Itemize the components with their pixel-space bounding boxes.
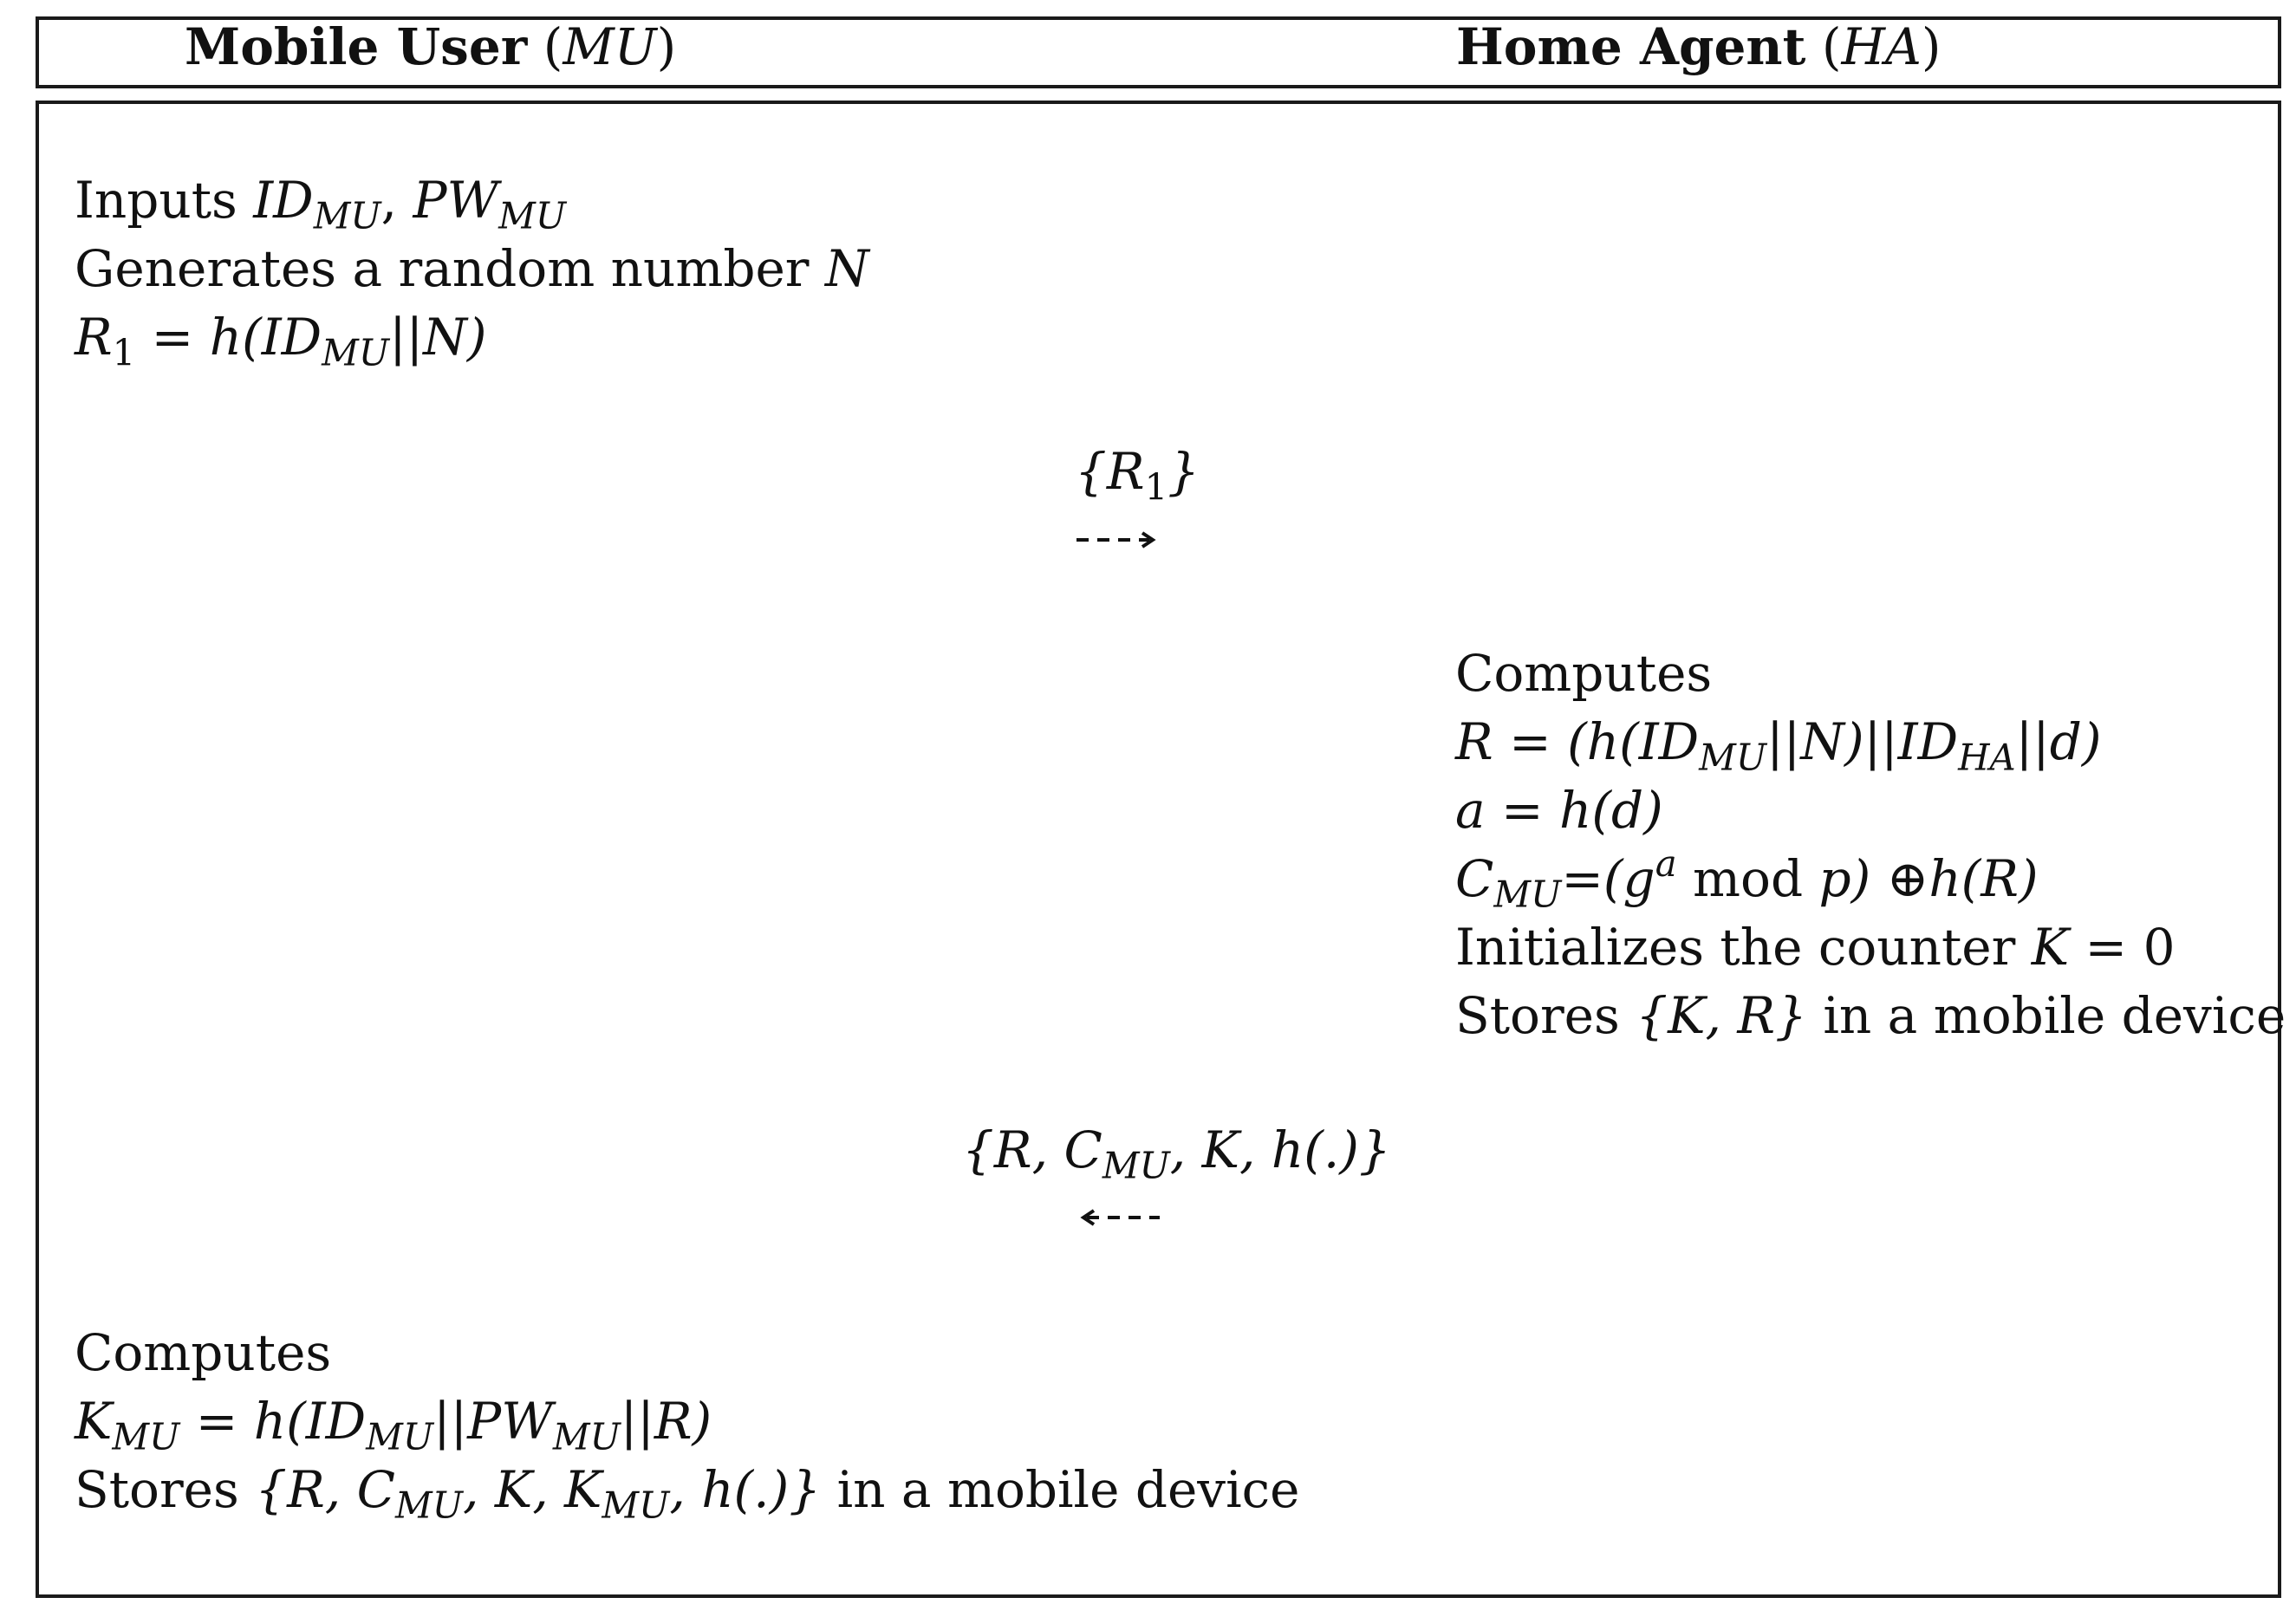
message-1-sub: 1	[1144, 465, 1168, 509]
r1-lhs-sub: 1	[112, 331, 136, 374]
inputs-pw-sub: MU	[498, 194, 567, 237]
mobile-user-final-steps: Computes KMU = h(IDMU||PWMU||R) Stores {…	[75, 1319, 1299, 1524]
mobile-user-abbrev: MU	[563, 17, 657, 76]
mu-stores-post: in a mobile device	[836, 1460, 1300, 1519]
r-formula-sub2: HA	[1958, 736, 2016, 779]
inputs-label: Inputs	[75, 171, 237, 230]
generates-text: Generates a random number	[75, 239, 810, 298]
r1-formula-line: R1 = h(IDMU||N)	[75, 303, 869, 372]
a-formula-line: a = h(d)	[1455, 781, 1663, 840]
kmu-sub: MU	[112, 1415, 180, 1458]
init-val: = 0	[2069, 918, 2176, 977]
home-agent-steps: Computes R = (h(IDMU||N)||IDHA||d) a = h…	[1455, 640, 2286, 1050]
kmu-sub2: MU	[366, 1415, 434, 1458]
c-post: ) ⊕h(R)	[1850, 849, 2039, 908]
message-2-sub: MU	[1102, 1144, 1170, 1187]
kmu-eq: = h(ID	[179, 1392, 367, 1451]
r-formula-mid: ||N)||ID	[1766, 712, 1959, 771]
c-var: C	[1455, 849, 1494, 908]
mu-stores-set-b: , K, K	[462, 1460, 602, 1519]
home-agent-abbrev: HA	[1841, 17, 1922, 76]
home-agent-abbrev-group: (HA)	[1821, 17, 1942, 76]
inputs-id-text: ID	[253, 171, 314, 230]
inputs-line: Inputs IDMU, PWMU	[75, 171, 567, 237]
r-formula-pre: R = (h(ID	[1455, 712, 1700, 771]
home-agent-title: Home Agent	[1456, 17, 1806, 76]
r1-rhs-post: ||N)	[389, 308, 487, 367]
c-sup: a	[1655, 842, 1677, 886]
mobile-user-abbrev-group: (MU)	[543, 17, 677, 76]
mobile-user-header: Mobile User (MU)	[185, 19, 676, 75]
ha-stores-pre: Stores	[1455, 986, 1620, 1045]
mu-stores-pre: Stores	[75, 1460, 239, 1519]
message-2-label: {R, CMU, K, h(.)}	[962, 1120, 1391, 1184]
kmu-formula-line: KMU = h(IDMU||PWMU||R)	[75, 1387, 1299, 1456]
ha-stores-line: Stores {K, R} in a mobile device	[1455, 982, 2286, 1050]
r1-lhs: R	[75, 308, 113, 367]
kmu-sub3: MU	[552, 1415, 621, 1458]
inputs-pw: PWMU	[413, 171, 567, 234]
mu-computes-label: Computes	[75, 1323, 332, 1382]
dashed-right-arrow-icon	[1076, 531, 1156, 549]
dashed-left-arrow-icon	[1080, 1209, 1160, 1226]
generates-line: Generates a random number N	[75, 235, 869, 303]
mu-stores-set-c: , h(.)}	[669, 1460, 822, 1519]
protocol-frame	[36, 101, 2281, 1598]
mu-stores-sub1: MU	[395, 1484, 463, 1527]
header-frame	[36, 16, 2281, 88]
inputs-pw-text: PW	[413, 171, 499, 230]
mu-stores-set-a: {R, C	[255, 1460, 396, 1519]
r-formula-sub1: MU	[1699, 736, 1767, 779]
kmu-post: ||R)	[620, 1392, 712, 1451]
c-formula-line: CMU=(ga mod p) ⊕h(R)	[1455, 845, 2286, 913]
kmu-var: K	[75, 1392, 113, 1451]
init-text: Initializes the counter	[1455, 918, 2016, 977]
inputs-id: IDMU	[253, 171, 380, 234]
c-sub: MU	[1493, 873, 1562, 916]
generates-var: N	[824, 239, 869, 298]
ha-stores-set: {K, R}	[1636, 986, 1807, 1045]
message-1-content: R	[1106, 442, 1145, 501]
mobile-user-initial-steps: Inputs IDMU, PWMU Generates a random num…	[75, 166, 869, 372]
mu-stores-line: Stores {R, CMU, K, KMU, h(.)} in a mobil…	[75, 1456, 1299, 1524]
c-mod: mod	[1676, 849, 1819, 908]
r1-rhs-pre: = h(ID	[135, 308, 322, 367]
init-counter-line: Initializes the counter K = 0	[1455, 913, 2286, 982]
init-var: K	[2031, 918, 2070, 977]
message-1-label: {R1}	[1075, 442, 1200, 509]
r1-rhs-sub: MU	[322, 331, 390, 374]
c-p: p	[1818, 849, 1851, 908]
ha-stores-post: in a mobile device	[1823, 986, 2286, 1045]
r-formula-post: ||d)	[2015, 712, 2102, 771]
mu-stores-set: {R, CMU, K, KMU, h(.)}	[255, 1460, 822, 1523]
c-mid: =(g	[1561, 849, 1655, 908]
mobile-user-title: Mobile User	[185, 17, 528, 76]
kmu-mid: ||PW	[433, 1392, 553, 1451]
mu-stores-sub2: MU	[602, 1484, 670, 1527]
message-2-close: , K, h(.)}	[1169, 1120, 1391, 1179]
home-agent-header: Home Agent (HA)	[1456, 19, 1942, 75]
message-2-open: {R, C	[962, 1120, 1102, 1179]
ha-computes-label: Computes	[1455, 644, 1713, 703]
r-formula-line: R = (h(IDMU||N)||IDHA||d)	[1455, 708, 2286, 776]
inputs-id-sub: MU	[313, 194, 381, 237]
